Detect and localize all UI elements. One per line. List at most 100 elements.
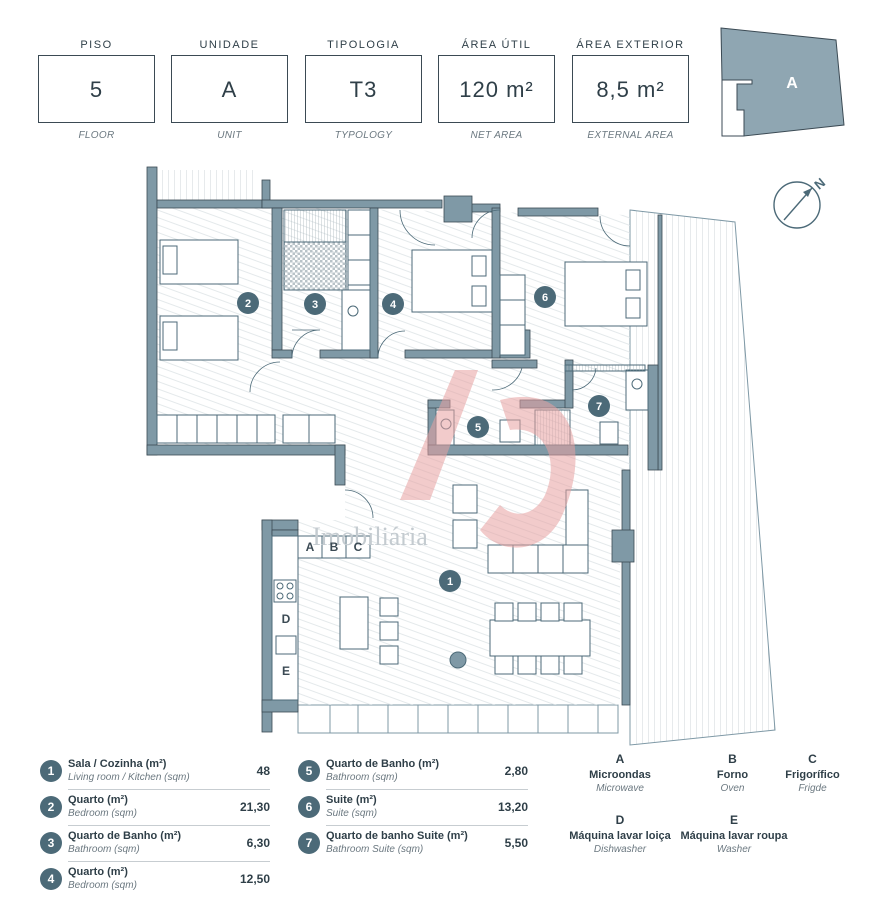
legend-room-area: 5,50 xyxy=(504,836,528,850)
svg-text:2: 2 xyxy=(245,298,251,310)
balcony-top xyxy=(157,170,257,200)
appliance-key: C xyxy=(808,752,817,766)
appliance-e: E Máquina lavar roupa Washer xyxy=(678,813,790,855)
appliance-letter-c: C xyxy=(354,540,363,554)
living-furniture xyxy=(339,484,591,675)
unit-label: UNIDADE xyxy=(199,39,260,51)
room-marker-5: 5 xyxy=(467,416,489,438)
legend-divider xyxy=(326,825,528,826)
legend-room-number: 4 xyxy=(40,868,62,890)
legend-room-name: Quarto de banho Suite (m²) xyxy=(326,830,468,842)
legend-divider xyxy=(68,825,270,826)
header-typology: TIPOLOGIA T3 TYPOLOGY xyxy=(305,38,422,141)
svg-text:5: 5 xyxy=(475,422,481,434)
header-net-area: ÁREA ÚTIL 120 m² NET AREA xyxy=(438,38,555,141)
legend-divider xyxy=(68,861,270,862)
appliance-letter-b: B xyxy=(330,540,339,554)
net-area-sub: NET AREA xyxy=(470,130,523,141)
appliance-name-en: Frigde xyxy=(798,783,827,794)
kitchen xyxy=(271,535,371,701)
room-marker-6: 6 xyxy=(534,286,556,308)
legend-room-number: 7 xyxy=(298,832,320,854)
appliance-c: C Frigorífico Frigde xyxy=(780,752,845,794)
header-unit: UNIDADE A UNIT xyxy=(171,38,288,141)
external-area-value: 8,5 m² xyxy=(572,55,689,123)
typology-label: TIPOLOGIA xyxy=(327,39,400,51)
floor-value: 5 xyxy=(38,55,155,123)
appliance-name: Microondas xyxy=(589,769,651,781)
watermark-logo xyxy=(400,370,576,548)
legend-room-name-en: Bedroom (sqm) xyxy=(68,808,137,819)
appliance-name-en: Dishwasher xyxy=(593,844,647,855)
legend-room-area: 6,30 xyxy=(246,836,270,850)
legend-room-name-en: Bathroom Suite (sqm) xyxy=(326,844,424,855)
appliance-letter-e: E xyxy=(282,664,290,678)
appliance-name: Máquina lavar roupa xyxy=(680,830,788,842)
legend-room-name-en: Bathroom (sqm) xyxy=(326,772,398,783)
balcony-railing xyxy=(329,705,599,733)
legend-room-name-en: Bedroom (sqm) xyxy=(68,880,137,891)
legend-room-number: 2 xyxy=(40,796,62,818)
appliance-d: D Máquina lavar loiça Dishwasher xyxy=(560,813,680,855)
legend-room-4: 4 Quarto (m²) Bedroom (sqm) 12,50 xyxy=(40,862,270,898)
appliance-key: E xyxy=(729,813,738,827)
legend-room-area: 12,50 xyxy=(239,872,270,886)
unit-value: A xyxy=(171,55,288,123)
external-area-sub: EXTERNAL AREA xyxy=(587,130,674,141)
legend-room-1: 1 Sala / Cozinha (m²) Living room / Kitc… xyxy=(40,754,270,790)
appliance-name-en: Microwave xyxy=(596,783,644,794)
appliance-key: B xyxy=(728,752,737,766)
room-marker-7: 7 xyxy=(588,395,610,417)
svg-text:6: 6 xyxy=(542,292,548,304)
legend-room-name-en: Living room / Kitchen (sqm) xyxy=(68,772,190,783)
floor-sub: FLOOR xyxy=(78,130,115,141)
room-marker-1: 1 xyxy=(439,570,461,592)
legend-room-number: 6 xyxy=(298,796,320,818)
external-area-label: ÁREA EXTERIOR xyxy=(576,39,685,51)
legend-room-area: 48 xyxy=(256,764,270,778)
appliance-name: Frigorífico xyxy=(785,769,840,781)
legend-divider xyxy=(326,789,528,790)
svg-text:1: 1 xyxy=(447,576,453,588)
svg-text:3: 3 xyxy=(312,299,318,311)
legend-room-area: 21,30 xyxy=(239,800,270,814)
appliance-name: Forno xyxy=(716,769,749,781)
bathroom-fixtures xyxy=(283,209,649,446)
net-area-value: 120 m² xyxy=(438,55,555,123)
wardrobes xyxy=(156,209,526,444)
legend-room-3: 3 Quarto de Banho (m²) Bathroom (sqm) 6,… xyxy=(40,826,270,862)
legend-room-6: 6 Suite (m²) Suite (sqm) 13,20 xyxy=(298,790,528,826)
typology-value: T3 xyxy=(305,55,422,123)
legend-room-name: Quarto (m²) xyxy=(68,794,128,806)
appliance-key: A xyxy=(615,752,625,766)
legend-room-number: 3 xyxy=(40,832,62,854)
floor-label: PISO xyxy=(80,39,113,51)
key-plan-label: A xyxy=(786,75,798,92)
appliance-name-en: Oven xyxy=(720,783,745,794)
legend-room-name: Sala / Cozinha (m²) xyxy=(68,758,167,770)
header-floor: PISO 5 FLOOR xyxy=(38,38,155,141)
balcony-bottom xyxy=(297,704,619,734)
appliance-a: A Microondas Microwave xyxy=(565,752,675,794)
legend-room-number: 5 xyxy=(298,760,320,782)
unit-sub: UNIT xyxy=(217,130,242,141)
room-marker-4: 4 xyxy=(382,293,404,315)
legend-room-area: 2,80 xyxy=(504,764,528,778)
doors xyxy=(249,209,631,519)
watermark-text: Imobiliária xyxy=(312,522,428,551)
key-plan xyxy=(720,27,845,137)
legend-room-name-en: Suite (sqm) xyxy=(326,808,378,819)
legend-room-name: Quarto (m²) xyxy=(68,866,128,878)
legend-room-name: Quarto de Banho (m²) xyxy=(326,758,440,770)
room-marker-2: 2 xyxy=(237,292,259,314)
legend-room-name: Suite (m²) xyxy=(326,794,377,806)
compass-icon xyxy=(773,181,821,229)
appliance-key: D xyxy=(615,813,625,827)
appliance-name-en: Washer xyxy=(716,844,752,855)
legend-room-name-en: Bathroom (sqm) xyxy=(68,844,140,855)
appliance-letter-d: D xyxy=(282,612,291,626)
room-marker-3: 3 xyxy=(304,293,326,315)
legend-room-area: 13,20 xyxy=(497,800,528,814)
svg-text:7: 7 xyxy=(596,401,602,413)
